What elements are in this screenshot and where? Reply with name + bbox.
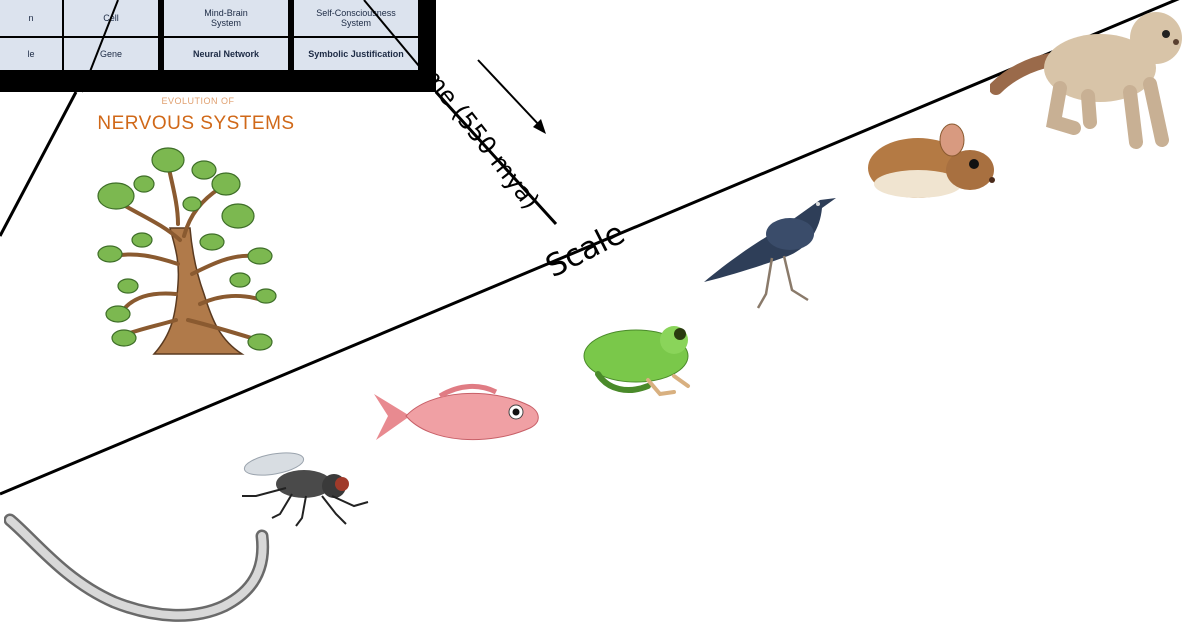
table-cell: Gene xyxy=(64,38,158,70)
table-cell: Self-Consciousness System xyxy=(294,0,418,36)
fly-icon xyxy=(242,452,369,527)
scale-axis-line xyxy=(0,0,1180,496)
table-cell: n xyxy=(0,0,62,36)
monkey-icon xyxy=(990,12,1182,149)
table-cell: Symbolic Justification xyxy=(294,38,418,70)
worm-icon xyxy=(4,513,270,622)
table-cell: Mind-Brain System xyxy=(164,0,288,36)
time-arrow xyxy=(477,59,546,134)
frog-icon xyxy=(583,326,690,397)
zoom-line-left xyxy=(0,91,78,237)
zoom-line-right xyxy=(434,90,558,226)
levels-table: n Cell Mind-Brain System Self-Consciousn… xyxy=(0,0,436,92)
table-cell: Neural Network xyxy=(164,38,288,70)
fish-icon xyxy=(374,384,539,441)
mouse-icon xyxy=(868,123,995,198)
tree-title: NERVOUS SYSTEMS xyxy=(97,113,295,134)
zoom-line-inner-right xyxy=(363,0,425,73)
table-cell: le xyxy=(0,38,62,70)
zoom-line-inner-left xyxy=(81,0,119,93)
nervous-system-tree-icon xyxy=(97,147,277,355)
tree-subtitle: EVOLUTION OF xyxy=(161,96,235,106)
bird-icon xyxy=(704,198,836,309)
